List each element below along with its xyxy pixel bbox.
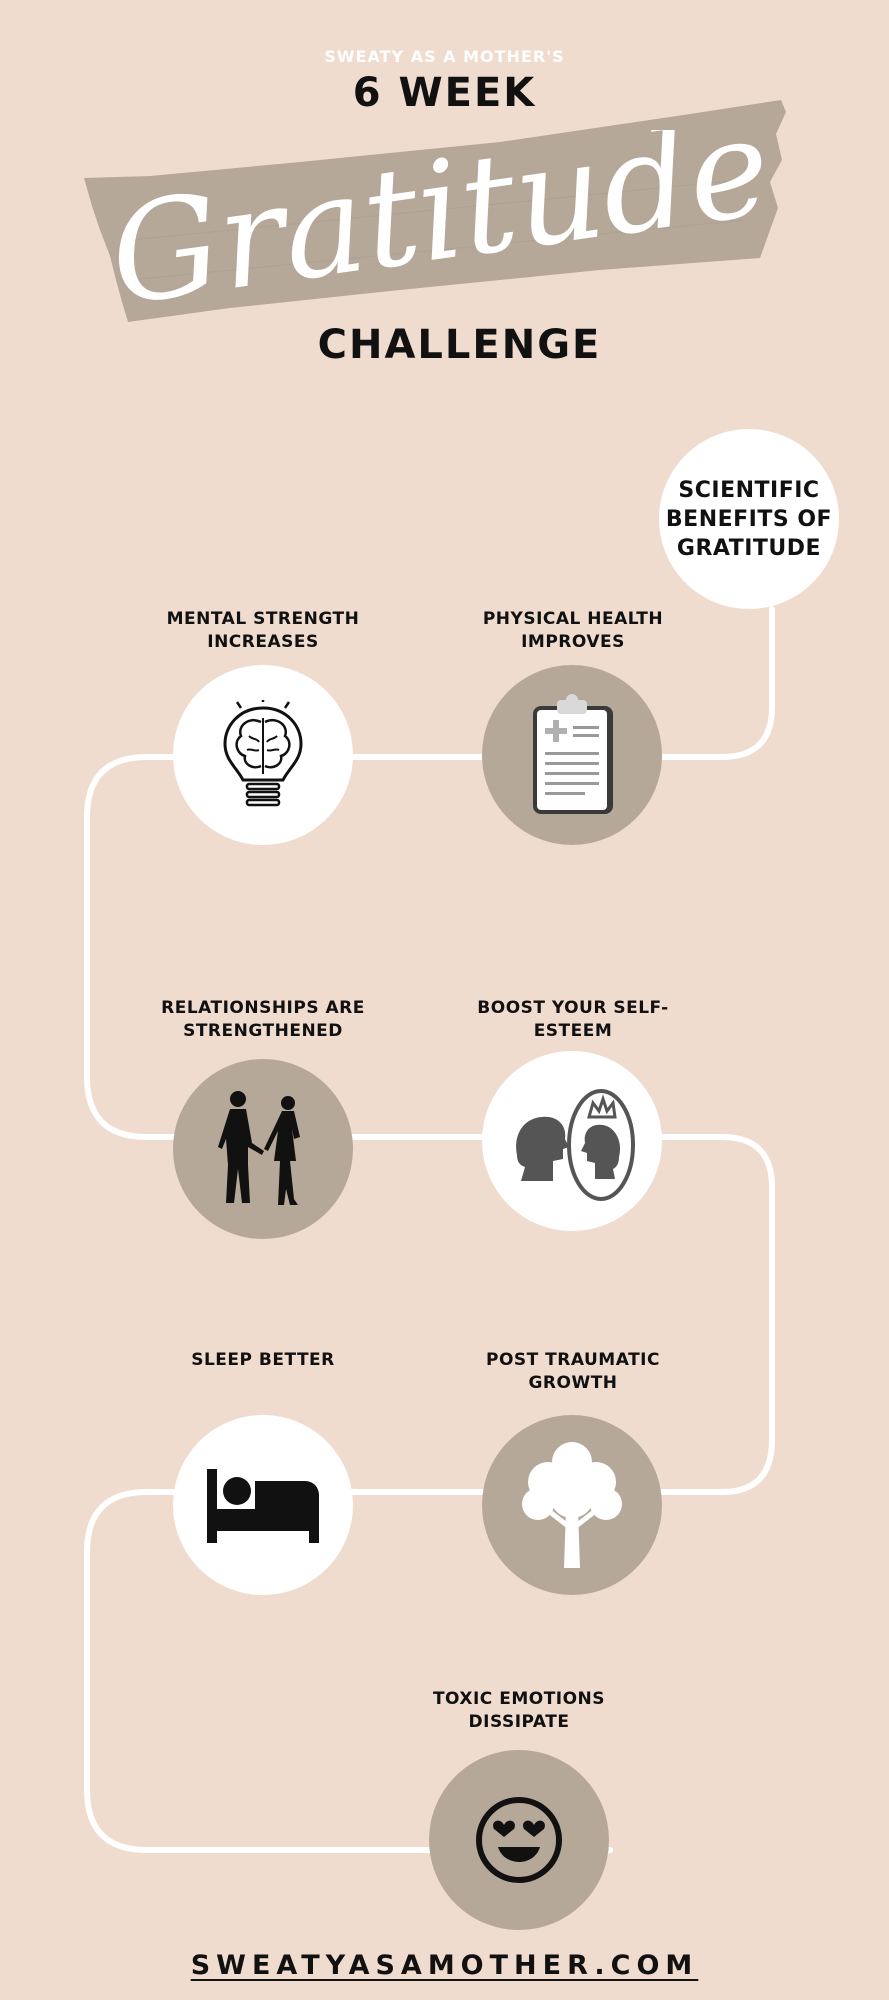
heart-eyes-smiley-icon xyxy=(476,1797,562,1883)
tree-icon xyxy=(522,1442,622,1568)
gratitude-script-text: Gratitude xyxy=(101,130,779,320)
benefit-circle-relationships xyxy=(173,1059,353,1239)
benefit-circle-physical-health xyxy=(482,665,662,845)
hub-line-3: GRATITUDE xyxy=(676,535,822,561)
hub-circle: SCIENTIFIC BENEFITS OF GRATITUDE xyxy=(659,429,839,609)
benefit-circle-toxic-emotions xyxy=(429,1750,609,1930)
gratitude-script-title: Gratitude xyxy=(0,88,889,337)
hub-line-1: SCIENTIFIC xyxy=(678,477,820,503)
hub-line-2: BENEFITS OF xyxy=(665,506,833,532)
benefit-label-sleep: SLEEP BETTER xyxy=(191,1350,335,1370)
lightbulb-brain-icon xyxy=(223,700,303,807)
benefit-label-mental-strength: MENTAL STRENGTH INCREASES xyxy=(166,609,360,652)
benefit-label-relationships: RELATIONSHIPS ARE STRENGTHENED xyxy=(161,998,365,1041)
footer-website-link[interactable]: SWEATYASAMOTHER.COM xyxy=(190,1950,699,1981)
tape-banner xyxy=(84,100,786,322)
benefit-label-physical-health: PHYSICAL HEALTH IMPROVES xyxy=(482,609,664,652)
header-week: 6 WEEK xyxy=(352,70,537,116)
medical-clipboard-icon xyxy=(533,694,613,814)
benefit-label-self-esteem: BOOST YOUR SELF- ESTEEM xyxy=(477,998,669,1041)
benefit-circle-mental-strength xyxy=(173,665,353,845)
benefit-label-toxic-emotions: TOXIC EMOTIONS DISSIPATE xyxy=(432,1689,606,1732)
brand-tagline: SWEATY AS A MOTHER'S xyxy=(324,47,565,66)
header-challenge: CHALLENGE xyxy=(317,322,602,368)
benefit-circle-self-esteem xyxy=(482,1051,662,1231)
benefit-circle-post-traumatic-growth xyxy=(482,1415,662,1595)
couple-holding-hands-icon xyxy=(218,1091,300,1205)
benefit-circle-sleep xyxy=(173,1415,353,1595)
mirror-crown-icon xyxy=(516,1089,635,1201)
benefit-label-post-traumatic-growth: POST TRAUMATIC GROWTH xyxy=(486,1350,660,1393)
bed-icon xyxy=(207,1469,319,1543)
